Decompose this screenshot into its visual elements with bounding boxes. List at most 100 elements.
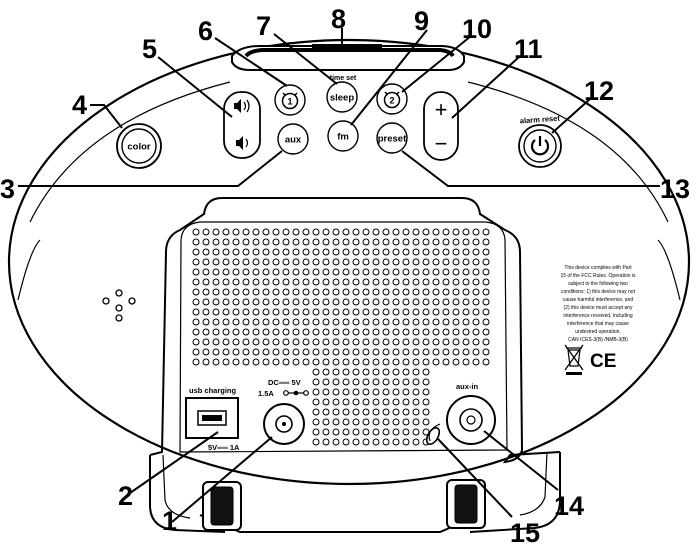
usb-port[interactable] <box>185 397 239 439</box>
volume-high-icon[interactable] <box>234 99 250 113</box>
grille-hole <box>332 388 340 396</box>
grille-hole <box>432 238 440 246</box>
grille-hole <box>292 288 300 296</box>
grille-hole <box>422 368 430 376</box>
grille-hole <box>352 248 360 256</box>
plus-button[interactable]: + <box>435 97 448 122</box>
usb-charging-label: usb charging <box>189 386 237 395</box>
grille-hole <box>402 328 410 336</box>
grille-hole <box>382 318 390 326</box>
sleep-button[interactable]: sleep <box>326 81 358 113</box>
grille-hole <box>372 398 380 406</box>
grille-hole <box>332 418 340 426</box>
preset-button-label: preset <box>378 134 407 145</box>
grille-hole <box>332 258 340 266</box>
grille-hole <box>402 438 410 446</box>
grille-hole <box>262 308 270 316</box>
grille-hole <box>242 298 250 306</box>
grille-hole <box>312 248 320 256</box>
grille-hole <box>342 338 350 346</box>
aux-button-label: aux <box>285 135 302 146</box>
fm-button[interactable]: fm <box>327 120 359 152</box>
grille-hole <box>432 318 440 326</box>
grille-hole <box>342 408 350 416</box>
grille-hole <box>202 288 210 296</box>
grille-hole <box>232 288 240 296</box>
grille-hole <box>302 318 310 326</box>
rear-panel <box>149 197 561 464</box>
grille-hole <box>472 328 480 336</box>
grille-hole <box>402 378 410 386</box>
grille-hole <box>352 388 360 396</box>
minus-button[interactable]: − <box>435 131 448 156</box>
grille-hole <box>312 308 320 316</box>
grille-hole <box>212 298 220 306</box>
power-button[interactable] <box>518 124 562 168</box>
preset-button[interactable]: preset <box>376 122 408 154</box>
grille-hole <box>392 408 400 416</box>
grille-hole <box>292 348 300 356</box>
alarm-1-button[interactable]: 1 <box>274 84 306 116</box>
grille-hole <box>482 288 490 296</box>
grille-hole <box>322 288 330 296</box>
grille-hole <box>362 238 370 246</box>
dc-jack[interactable] <box>263 403 305 445</box>
grille-hole <box>262 298 270 306</box>
grille-hole <box>432 248 440 256</box>
grille-hole <box>262 358 270 366</box>
tuning-rocker[interactable]: + − <box>423 91 459 161</box>
grille-hole <box>422 418 430 426</box>
callout-15: 15 <box>510 518 540 548</box>
grille-hole <box>402 318 410 326</box>
grille-hole <box>282 238 290 246</box>
aux-in-jack[interactable] <box>446 395 496 445</box>
grille-hole <box>362 298 370 306</box>
grille-hole <box>312 338 320 346</box>
grille-hole <box>312 398 320 406</box>
grille-hole <box>352 298 360 306</box>
grille-hole <box>222 338 230 346</box>
grille-hole <box>342 368 350 376</box>
grille-hole <box>232 248 240 256</box>
volume-low-icon[interactable] <box>236 136 249 150</box>
color-button[interactable]: color <box>116 123 162 169</box>
grille-hole <box>422 298 430 306</box>
grille-hole <box>452 288 460 296</box>
fcc-line: 15 of the FCC Rules. Operation is <box>560 273 636 279</box>
grille-hole <box>192 258 200 266</box>
grille-hole <box>332 248 340 256</box>
grille-hole <box>412 268 420 276</box>
grille-hole <box>192 358 200 366</box>
grille-hole <box>282 278 290 286</box>
grille-hole <box>392 288 400 296</box>
grille-hole <box>392 388 400 396</box>
grille-hole <box>372 228 380 236</box>
aux-button[interactable]: aux <box>277 123 309 155</box>
grille-hole <box>462 248 470 256</box>
grille-hole <box>192 348 200 356</box>
alarm-2-button[interactable]: 2 <box>376 83 408 115</box>
grille-hole <box>342 358 350 366</box>
grille-hole <box>302 308 310 316</box>
grille-hole <box>472 358 480 366</box>
volume-rocker[interactable] <box>223 91 261 159</box>
grille-hole <box>412 378 420 386</box>
grille-hole <box>272 248 280 256</box>
grille-hole <box>442 258 450 266</box>
weee-bin-icon <box>564 344 584 375</box>
grille-hole <box>392 348 400 356</box>
grille-hole <box>222 308 230 316</box>
grille-hole <box>222 318 230 326</box>
grille-hole <box>392 438 400 446</box>
grille-hole <box>192 328 200 336</box>
grille-hole <box>252 308 260 316</box>
grille-hole <box>352 398 360 406</box>
grille-hole <box>482 318 490 326</box>
grille-hole <box>392 258 400 266</box>
grille-hole <box>402 248 410 256</box>
grille-hole <box>382 398 390 406</box>
grille-hole <box>282 328 290 336</box>
grille-hole <box>472 278 480 286</box>
grille-hole <box>422 388 430 396</box>
grille-hole <box>392 268 400 276</box>
